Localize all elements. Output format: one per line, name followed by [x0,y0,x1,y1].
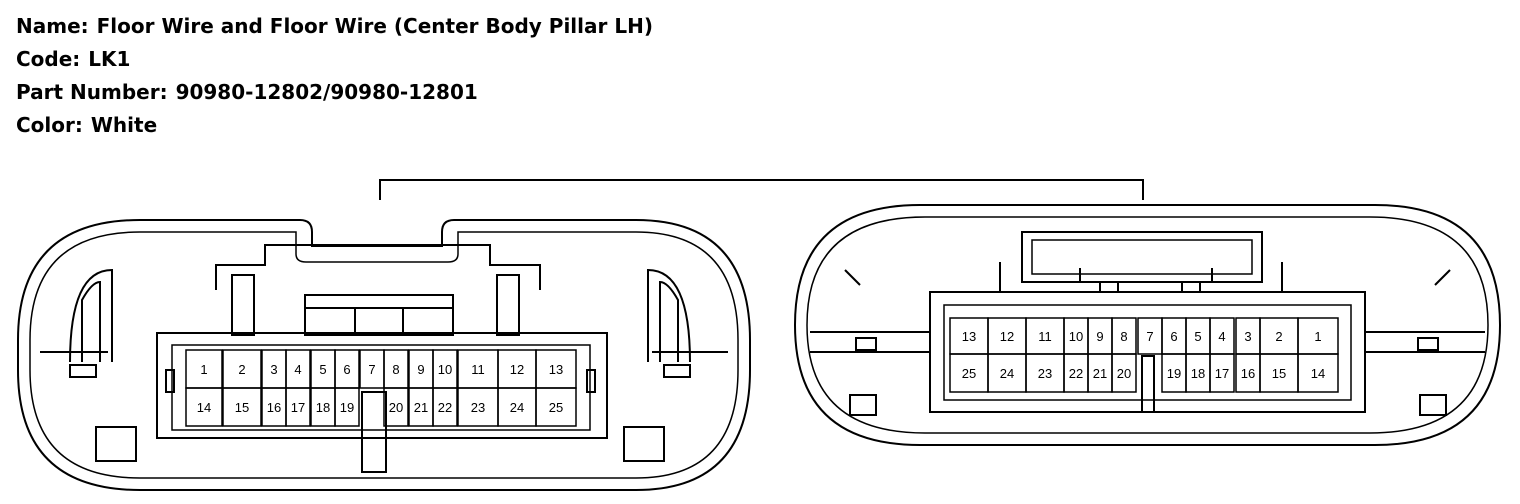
connector-b-pin-label: 25 [962,366,976,381]
connector-a-pin-label: 9 [417,362,424,377]
part-number-label: Part Number: [16,80,168,104]
connector-b-pin-label: 4 [1218,329,1225,344]
connector-a-cavity-22 [432,387,458,427]
connector-b-pin-label: 12 [1000,329,1014,344]
connector-a-pin-label: 22 [438,400,452,415]
connector-a-cavity-20 [383,387,409,427]
connector-b-pin-label: 8 [1120,329,1127,344]
connector-b-pin-label: 18 [1191,366,1205,381]
connector-b-pin-label: 14 [1311,366,1325,381]
connector-a-pin-label: 8 [392,362,399,377]
connector-b-pin-label: 15 [1272,366,1286,381]
connector-info: Name: Floor Wire and Floor Wire (Center B… [16,10,653,142]
connector-a-pin-label: 20 [389,400,403,415]
pairing-bracket [379,179,1144,200]
part-number-row: Part Number: 90980-12802/90980-12801 [16,76,653,109]
name-value: Floor Wire and Floor Wire (Center Body P… [96,14,653,38]
color-value: White [90,113,158,137]
connector-a-pin-label: 14 [197,400,211,415]
connector-b-pin-label: 7 [1146,329,1153,344]
connector-a-pin-label: 24 [510,400,524,415]
connector-b-pin-label: 17 [1215,366,1229,381]
connector-a-pin-label: 6 [343,362,350,377]
connector-b-cavity-17 [1209,353,1235,393]
code-label: Code: [16,47,81,71]
connector-a-pin-label: 2 [238,362,245,377]
connector-a-cavity-14 [185,387,223,427]
connector-b-pin-label: 19 [1167,366,1181,381]
connector-a-pin-label: 11 [471,362,485,377]
connector-b-pin-label: 6 [1170,329,1177,344]
connector-b-housing [793,204,1502,446]
connector-b-pin-label: 20 [1117,366,1131,381]
connector-b-cavity-20 [1111,353,1137,393]
connector-b-pin-label: 23 [1038,366,1052,381]
connector-a-pin-label: 19 [340,400,354,415]
name-row: Name: Floor Wire and Floor Wire (Center B… [16,10,653,43]
color-row: Color: White [16,109,653,142]
connector-a-cavity-25 [535,387,577,427]
connector-b-pin-label: 9 [1096,329,1103,344]
connector-a-cavity-15 [222,387,262,427]
connector-a-pin-label: 10 [438,362,452,377]
connector-b-pin-label: 1 [1314,329,1321,344]
connector-a-pin-label: 16 [267,400,281,415]
connector-b-cavity-14 [1297,353,1339,393]
connector-a-pin-label: 13 [549,362,563,377]
connector-b-pin-label: 24 [1000,366,1014,381]
connector-a-pin-label: 25 [549,400,563,415]
connector-a-pin-label: 4 [294,362,301,377]
connector-a-pin-label: 18 [316,400,330,415]
name-label: Name: [16,14,89,38]
connector-b-pin-label: 13 [962,329,976,344]
connector-a-cavity-19 [334,387,360,427]
connector-a-pin-label: 21 [414,400,428,415]
code-row: Code: LK1 [16,43,653,76]
connector-a-pin-label: 15 [235,400,249,415]
connector-b-pin-label: 2 [1275,329,1282,344]
connector-a-pin-label: 12 [510,362,524,377]
connector-a-pin-label: 17 [291,400,305,415]
color-label: Color: [16,113,83,137]
connector-b-pin-label: 10 [1069,329,1083,344]
connector-a-pin-label: 23 [471,400,485,415]
connector-a-housing [17,219,751,491]
connector-a-pin-label: 5 [319,362,326,377]
connector-b-pin-label: 11 [1038,329,1052,344]
connector-b-pin-label: 21 [1093,366,1107,381]
part-number-value: 90980-12802/90980-12801 [175,80,478,104]
connector-b-pin-label: 16 [1241,366,1255,381]
connector-a-pin-label: 7 [368,362,375,377]
connector-b-pin-label: 3 [1244,329,1251,344]
connector-a-pin-label: 3 [270,362,277,377]
connector-b-pin-label: 22 [1069,366,1083,381]
connector-a-cavity-17 [285,387,311,427]
connector-b-pin-label: 5 [1194,329,1201,344]
connector-a-pin-label: 1 [200,362,207,377]
code-value: LK1 [88,47,131,71]
